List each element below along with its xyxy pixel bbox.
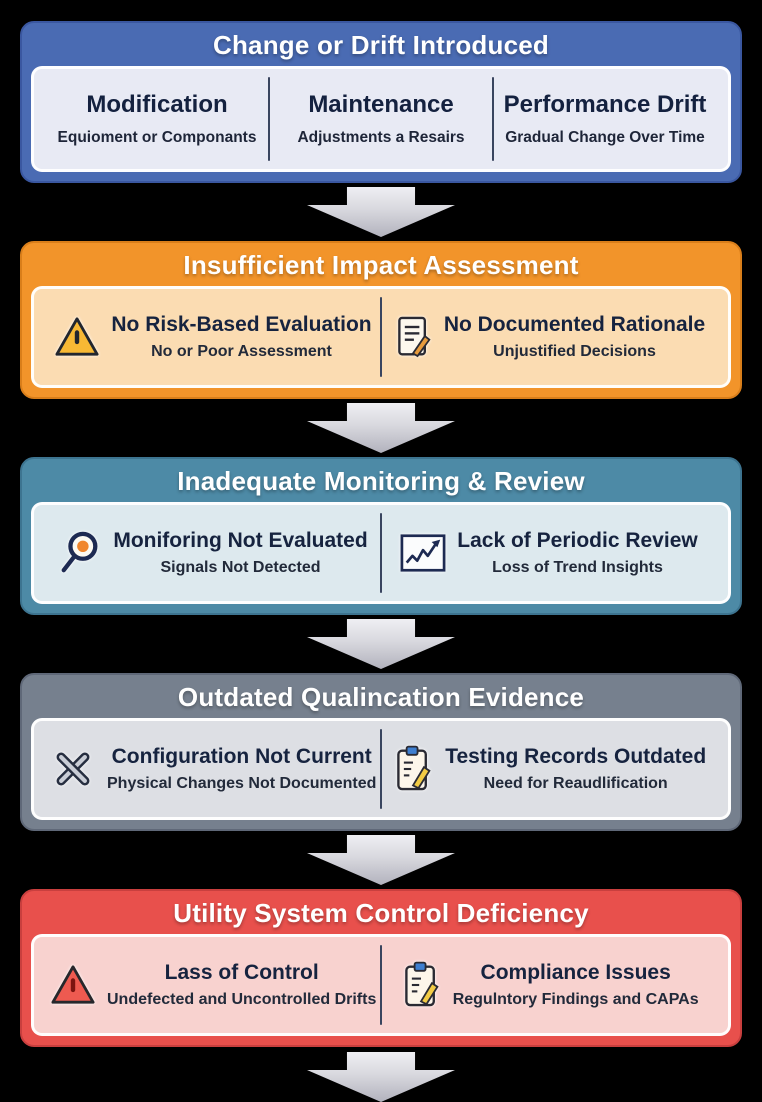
flow-diagram: Change or Drift Introduced Modification … <box>20 0 742 1102</box>
down-arrow-icon <box>307 187 455 237</box>
item-divider <box>380 297 382 377</box>
document-pencil-icon <box>393 314 433 360</box>
stage-panel: Moniforing Not Evaluated Signals Not Det… <box>31 502 731 604</box>
item-title: No Documented Rationale <box>443 313 706 336</box>
column-divider <box>492 77 494 161</box>
item-subtitle: Regulntory Findings and CAPAs <box>452 991 699 1008</box>
item-subtitle: Need for Reaudlification <box>483 775 668 792</box>
down-arrow-icon <box>307 835 455 885</box>
column-divider <box>268 77 270 161</box>
item-subtitle: No or Poor Assessment <box>151 343 332 360</box>
stage-title: Outdated Qualincation Evidence <box>177 682 585 712</box>
item-testing-records-outdated: Testing Records Outdated Need for Reaudl… <box>382 743 716 795</box>
stage-title: Insufficient Impact Assessment <box>183 250 579 280</box>
item-subtitle: Unjustified Decisions <box>493 343 656 360</box>
item-title: Compliance Issues <box>480 961 671 984</box>
item-subtitle: Undefected and Uncontrolled Drifts <box>107 991 377 1008</box>
item-divider <box>380 729 383 809</box>
item-divider <box>380 513 382 593</box>
stage-impact-assessment: Insufficient Impact Assessment No Risk-B… <box>20 241 742 399</box>
item-subtitle: Loss of Trend Insights <box>492 559 663 576</box>
stage-qualification-evidence: Outdated Qualincation Evidence Configura… <box>20 673 742 831</box>
item-title: Configuration Not Current <box>111 745 372 768</box>
column-subtitle: Adjustments a Resairs <box>297 128 465 146</box>
clipboard-pencil-icon <box>392 745 434 793</box>
item-title: Moniforing Not Evaluated <box>113 529 368 552</box>
item-title: No Risk-Based Evaluation <box>111 313 372 336</box>
column-title: Maintenance <box>308 90 454 118</box>
down-arrow-icon <box>307 1052 455 1102</box>
stage-monitoring-review: Inadequate Monitoring & Review Moniforin… <box>20 457 742 615</box>
item-subtitle: Physical Changes Not Documented <box>107 775 377 792</box>
item-monitoring-not-evaluated: Moniforing Not Evaluated Signals Not Det… <box>46 526 380 580</box>
stage-change-or-drift: Change or Drift Introduced Modification … <box>20 21 742 183</box>
crossed-tools-icon <box>50 746 96 792</box>
down-arrow-icon <box>307 403 455 453</box>
stage-panel: Configuration Not Current Physical Chang… <box>31 718 731 820</box>
item-subtitle: Signals Not Detected <box>160 559 321 576</box>
item-no-documented-rationale: No Documented Rationale Unjustified Deci… <box>382 312 716 362</box>
item-loss-of-control: Lass of Control Undefected and Uncontrol… <box>46 960 380 1010</box>
clipboard-pencil-icon <box>400 961 442 1009</box>
item-configuration-not-current: Configuration Not Current Physical Chang… <box>46 744 380 794</box>
red-warning-triangle-icon <box>50 963 96 1007</box>
stage-panel: Modification Equioment or Componants Mai… <box>31 66 731 172</box>
column-title: Performance Drift <box>503 90 707 118</box>
item-title: Testing Records Outdated <box>445 745 707 768</box>
stage-title: Inadequate Monitoring & Review <box>177 466 585 496</box>
item-title: Lass of Control <box>164 961 319 984</box>
column-subtitle: Equioment or Componants <box>57 128 257 146</box>
item-divider <box>380 945 383 1025</box>
warning-triangle-icon <box>54 315 100 359</box>
magnifier-icon <box>58 528 102 578</box>
item-lack-of-periodic-review: Lack of Periodic Review Loss of Trend In… <box>382 528 716 578</box>
column-modification: Modification Equioment or Componants <box>46 89 268 150</box>
item-title: Lack of Periodic Review <box>457 529 698 552</box>
item-no-risk-based-evaluation: No Risk-Based Evaluation No or Poor Asse… <box>46 312 380 362</box>
column-performance-drift: Performance Drift Gradual Change Over Ti… <box>494 89 716 150</box>
column-title: Modification <box>86 90 228 118</box>
column-maintenance: Maintenance Adjustments a Resairs <box>270 89 492 150</box>
stage-title: Utility System Control Deficiency <box>173 898 589 928</box>
stage-panel: Lass of Control Undefected and Uncontrol… <box>31 934 731 1036</box>
item-compliance-issues: Compliance Issues Regulntory Findings an… <box>382 959 716 1011</box>
column-subtitle: Gradual Change Over Time <box>505 128 705 146</box>
down-arrow-icon <box>307 619 455 669</box>
line-chart-icon <box>400 533 446 573</box>
stage-control-deficiency: Utility System Control Deficiency Lass o… <box>20 889 742 1047</box>
stage-title: Change or Drift Introduced <box>213 30 549 60</box>
stage-panel: No Risk-Based Evaluation No or Poor Asse… <box>31 286 731 388</box>
